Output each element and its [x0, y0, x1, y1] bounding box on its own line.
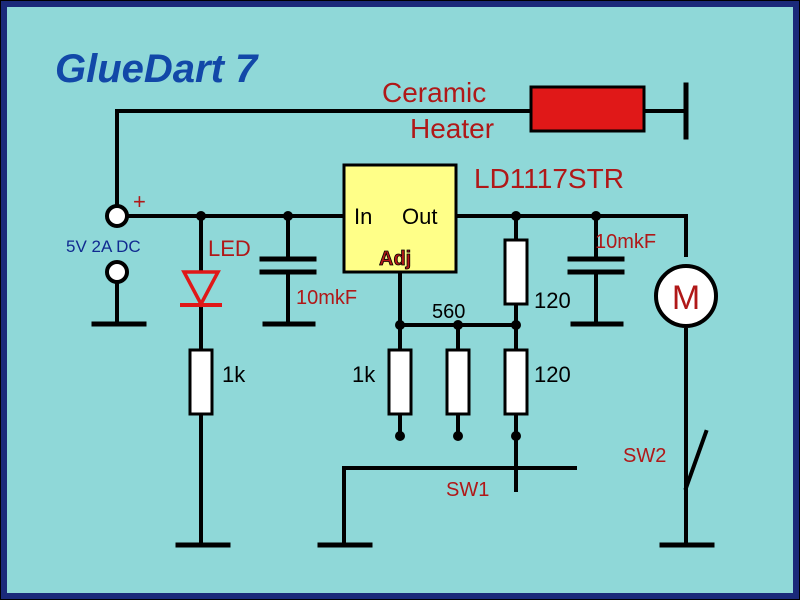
r-led-label: 1k: [222, 362, 246, 387]
sw2-lever: [683, 429, 709, 491]
sw1-label: SW1: [446, 479, 489, 501]
led-diode: [181, 270, 221, 308]
junction-dot: [511, 431, 521, 441]
junction-dot: [453, 431, 463, 441]
r-1k-label: 1k: [352, 362, 376, 387]
junction-dot: [511, 211, 521, 221]
junction-dot: [511, 320, 521, 330]
supply-terminal-plus: [105, 204, 129, 228]
resistor-120-top: [503, 238, 529, 306]
sw1-lever: [342, 466, 577, 547]
cap-out-label: 10mkF: [595, 231, 656, 253]
junctions: [196, 211, 601, 441]
junction-dot: [196, 211, 206, 221]
r-560-label: 560: [432, 301, 465, 323]
cap-in-label: 10mkF: [296, 287, 357, 309]
resistor-120-bottom: [503, 348, 529, 416]
junction-dot: [283, 211, 293, 221]
junction-dot: [395, 431, 405, 441]
wire-supply-to-heater: [115, 109, 532, 218]
heater-label-line2: Heater: [410, 113, 494, 144]
supply-plus-label: +: [133, 189, 146, 214]
motor: [654, 264, 718, 328]
junction-dot: [591, 211, 601, 221]
resistor-1k: [387, 348, 413, 416]
supply-label: 5V 2A DC: [66, 237, 141, 256]
r-120-top-label: 120: [534, 288, 571, 313]
regulator-ld1117: [342, 163, 458, 274]
led-label: LED: [208, 236, 251, 261]
ceramic-heater: [529, 85, 646, 133]
regulator-pin-in: In: [354, 204, 372, 229]
regulator-label: LD1117STR: [474, 163, 624, 194]
sw2-label: SW2: [623, 445, 666, 467]
supply-terminal-minus: [105, 260, 129, 284]
junction-dot: [395, 320, 405, 330]
resistor-led-1k: [188, 348, 214, 416]
junction-dot: [453, 320, 463, 330]
resistor-560: [445, 348, 471, 416]
regulator-pin-out: Out: [402, 204, 437, 229]
wire-output-rail: [454, 214, 688, 257]
motor-label: M: [672, 279, 700, 317]
schematic-title: GlueDart 7: [55, 47, 259, 91]
r-120-bottom-label: 120: [534, 362, 571, 387]
regulator-pin-adj: Adj: [379, 248, 411, 270]
heater-label-line1: Ceramic: [382, 77, 486, 108]
